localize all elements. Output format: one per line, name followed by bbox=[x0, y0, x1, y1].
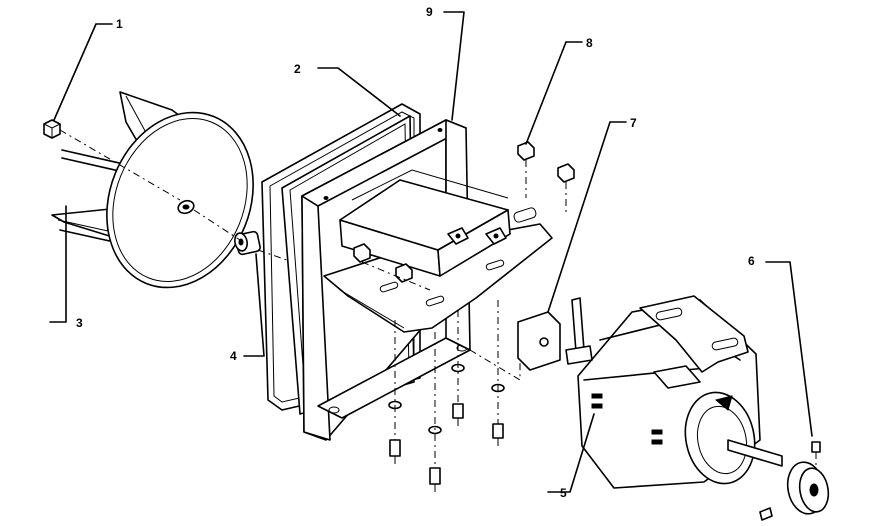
mounting-screws bbox=[388, 363, 505, 492]
hex-nut bbox=[43, 119, 61, 139]
callout-1: 1 bbox=[116, 17, 123, 31]
callout-5: 5 bbox=[560, 486, 567, 500]
callout-4: 4 bbox=[230, 349, 237, 363]
spacer-sleeve bbox=[234, 230, 261, 256]
callout-2: 2 bbox=[294, 62, 301, 76]
callout-9: 9 bbox=[426, 5, 433, 19]
leader-lines bbox=[49, 11, 813, 493]
blower-wheel bbox=[51, 91, 254, 289]
callout-8: 8 bbox=[586, 36, 593, 50]
junction-box bbox=[323, 169, 553, 333]
shaft-collar bbox=[759, 441, 830, 521]
callout-6: 6 bbox=[748, 254, 755, 268]
callout-7: 7 bbox=[630, 116, 637, 130]
callout-3: 3 bbox=[76, 316, 83, 330]
speed-nuts bbox=[353, 141, 575, 283]
callout-labels: 1 2 3 4 5 6 7 8 9 bbox=[76, 5, 755, 500]
blower-motor bbox=[565, 295, 783, 489]
mounting-clip bbox=[517, 297, 585, 371]
